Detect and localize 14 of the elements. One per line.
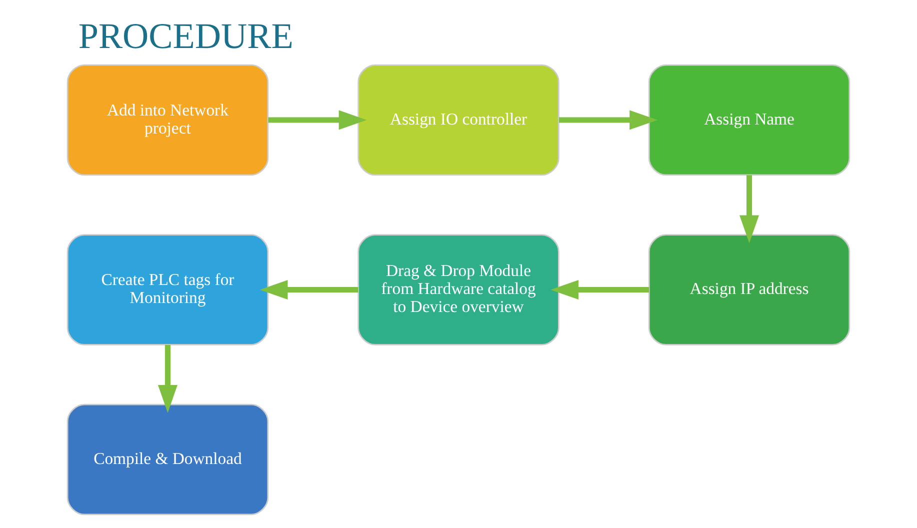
node-box: Compile & Download bbox=[66, 404, 269, 516]
node-box: Assign IO controller bbox=[358, 64, 560, 176]
arrow bbox=[559, 110, 658, 130]
arrow bbox=[260, 280, 358, 300]
node-box: Assign Name bbox=[648, 64, 850, 176]
arrow bbox=[158, 344, 178, 413]
node-box: Drag & Drop Module from Hardware catalog to Device overview bbox=[358, 234, 560, 346]
arrow bbox=[740, 175, 760, 244]
node-box: Add into Network project bbox=[66, 64, 269, 176]
node-box: Assign IP address bbox=[648, 234, 850, 346]
arrow bbox=[550, 280, 650, 300]
node-box: Create PLC tags for Monitoring bbox=[66, 234, 269, 346]
diagram-title: PROCEDURE bbox=[78, 16, 294, 56]
arrow bbox=[268, 110, 367, 130]
